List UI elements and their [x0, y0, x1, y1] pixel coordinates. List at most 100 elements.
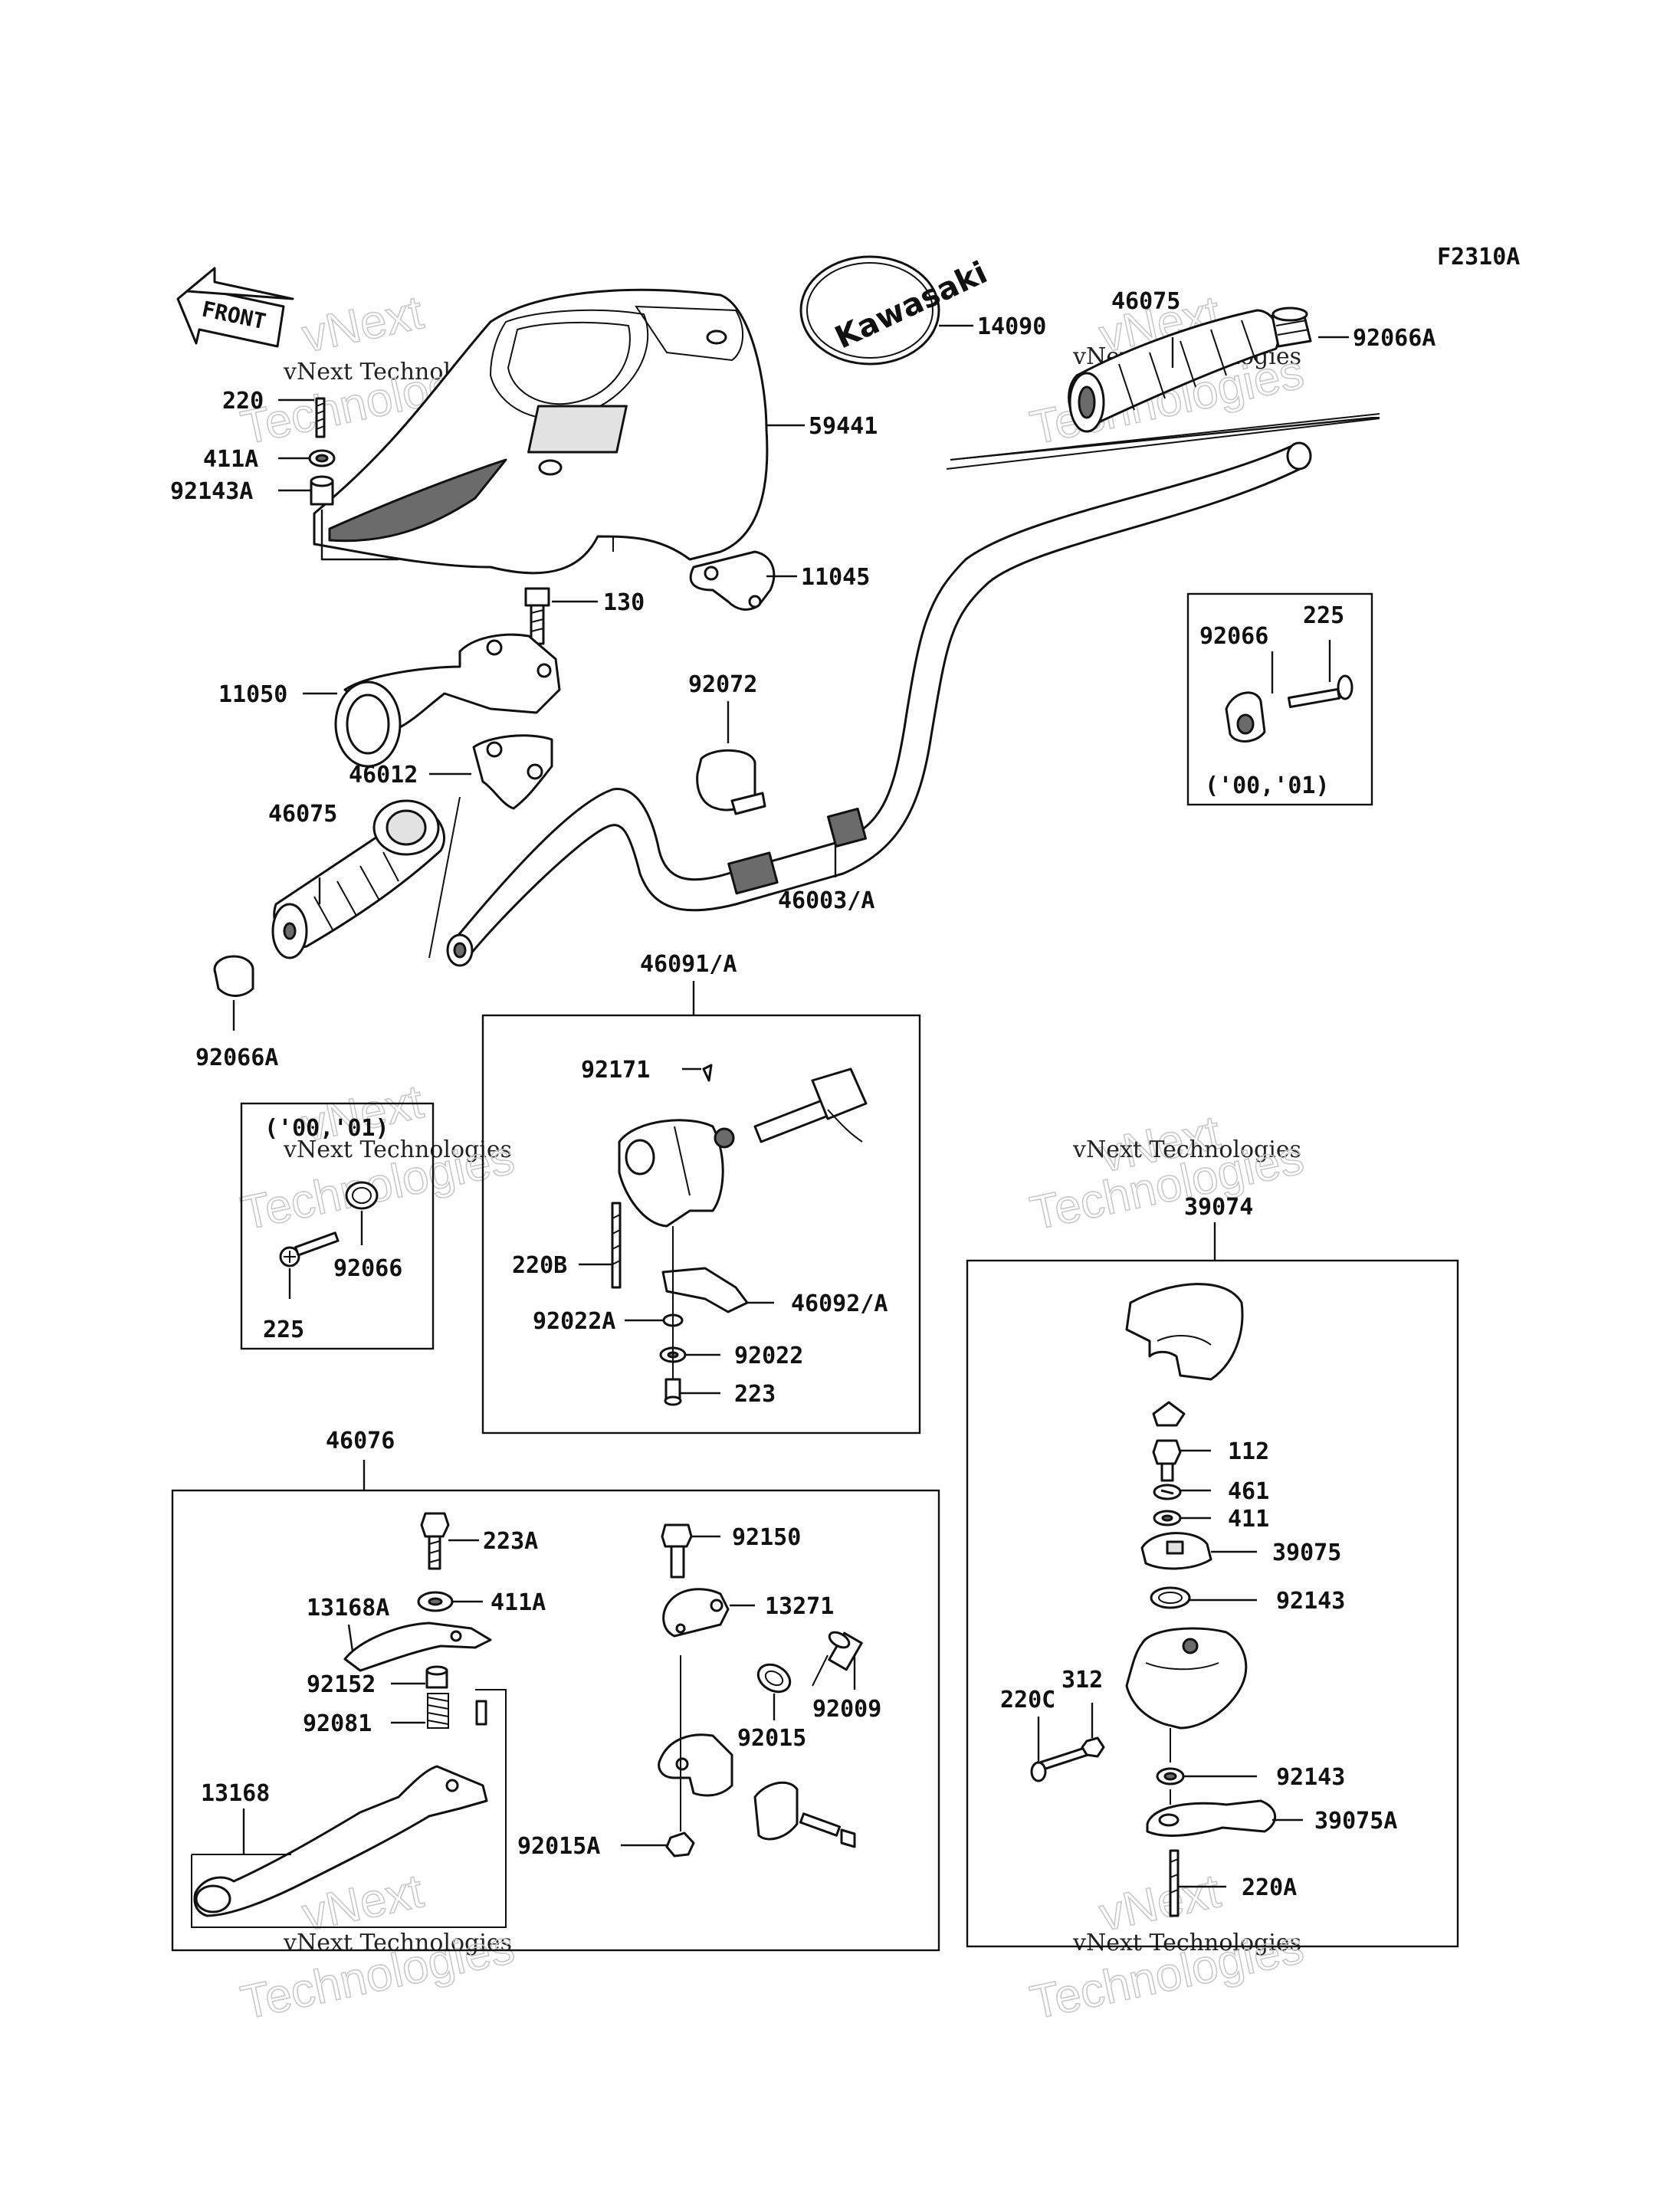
- label-11050: 11050: [218, 681, 287, 708]
- label-92143-a: 92143: [1276, 1588, 1345, 1615]
- screw-225-lower-part: [279, 1231, 340, 1267]
- bolt-lower-part: [799, 1812, 856, 1848]
- washer-411-part: [1153, 1510, 1182, 1526]
- clamp-lower-part: [753, 1781, 799, 1841]
- box-switch-46091: [481, 1014, 921, 1435]
- adjuster-92009-part: [812, 1631, 863, 1687]
- clip-part: [1152, 1401, 1186, 1427]
- label-92081: 92081: [303, 1710, 372, 1737]
- label-92022A: 92022A: [533, 1308, 615, 1335]
- watermark-mid-text: vNext Technologies: [283, 1930, 512, 1956]
- nut-312-part: [1081, 1736, 1105, 1758]
- screw-220C-part: [1030, 1746, 1088, 1782]
- label-39074: 39074: [1184, 1194, 1253, 1221]
- part-labels: 59441 14090 46075 92066A 220 411A 92143A…: [170, 288, 1436, 1901]
- box1-year-note: ('00,'01): [1205, 772, 1330, 799]
- clamp-46012-part: [472, 734, 553, 810]
- label-92143A: 92143A: [170, 478, 253, 505]
- label-92150: 92150: [732, 1524, 801, 1551]
- handlebar-part: [446, 413, 1380, 967]
- left-grip-axis-line: [428, 796, 461, 959]
- emblem-part: Kawasaki: [799, 255, 993, 366]
- label-225-box1: 225: [1303, 602, 1344, 629]
- switch-housing-part: [618, 1119, 735, 1228]
- label-92015A: 92015A: [517, 1833, 600, 1860]
- collar-axis-line: [320, 510, 399, 561]
- lever-39075A-part: [1146, 1799, 1277, 1837]
- label-46075-left: 46075: [268, 801, 337, 828]
- label-46012: 46012: [349, 762, 418, 789]
- label-312: 312: [1061, 1667, 1103, 1694]
- label-13168: 13168: [201, 1780, 270, 1807]
- spring-92143-b-part: [1156, 1767, 1185, 1785]
- label-92152: 92152: [307, 1671, 376, 1698]
- collar-92143A-part: [310, 475, 334, 506]
- label-92066A-top: 92066A: [1353, 325, 1436, 352]
- watermark-top-text: vNext: [298, 286, 428, 362]
- label-46075-top: 46075: [1111, 288, 1180, 315]
- label-92009: 92009: [812, 1696, 881, 1723]
- label-92143-b: 92143: [1276, 1764, 1345, 1791]
- screw-220-part: [315, 397, 326, 438]
- label-130: 130: [603, 589, 645, 616]
- label-13168A: 13168A: [307, 1595, 389, 1622]
- screw-223-part: [664, 1378, 682, 1406]
- nut-92015A-part: [665, 1831, 695, 1858]
- washer-411A-lever-part: [417, 1591, 454, 1612]
- left-grip-part: [271, 799, 446, 959]
- label-14090: 14090: [977, 313, 1046, 340]
- box-92066-225-top: [1186, 592, 1373, 806]
- label-92066-box1: 92066: [1199, 623, 1268, 650]
- box-lever-46076: [171, 1489, 940, 1952]
- label-92066-box2: 92066: [333, 1255, 402, 1282]
- plug-92066-part: [1225, 691, 1266, 743]
- label-220: 220: [222, 388, 264, 415]
- bolt-223A-part: [420, 1512, 450, 1570]
- bracket-13168A-part: [343, 1622, 492, 1672]
- label-92022: 92022: [734, 1343, 803, 1369]
- box-92066-225-bottom: [240, 1102, 435, 1350]
- screw-220A-part: [1169, 1849, 1180, 1917]
- holder-13271-part: [662, 1588, 730, 1638]
- label-411: 411: [1228, 1506, 1269, 1533]
- watermark-4: vNext vNext Technologies Technologies: [1025, 1105, 1309, 1241]
- lever-holder-part: [658, 1733, 733, 1797]
- watermark-mid-text: vNext Technologies: [1072, 1136, 1301, 1163]
- right-grip-part: [1068, 309, 1280, 433]
- spring-92081-part: [427, 1693, 449, 1729]
- switch-cable-part: [753, 1067, 868, 1143]
- label-220A: 220A: [1242, 1874, 1297, 1901]
- bracket-11045-part: [689, 550, 776, 611]
- lever-13168-part: [193, 1765, 488, 1917]
- spring-92143-a-part: [1150, 1586, 1191, 1609]
- label-92072: 92072: [688, 671, 757, 698]
- label-92015: 92015: [737, 1725, 806, 1752]
- label-39075A: 39075A: [1314, 1808, 1397, 1835]
- label-59441: 59441: [809, 413, 878, 440]
- throttle-housing-part: [1125, 1627, 1248, 1730]
- plug-92066-lower-part: [345, 1181, 379, 1210]
- label-461: 461: [1228, 1478, 1269, 1505]
- label-46092A: 46092/A: [791, 1290, 888, 1317]
- grip-axis-line: [946, 418, 1380, 470]
- bolt-112-part: [1152, 1439, 1182, 1482]
- box2-year-note: ('00,'01): [264, 1115, 389, 1142]
- label-112: 112: [1228, 1438, 1269, 1465]
- label-13271: 13271: [765, 1593, 834, 1620]
- box-throttle-39074: [966, 1259, 1459, 1948]
- label-11045: 11045: [801, 564, 870, 591]
- lever-46092-part: [661, 1267, 749, 1313]
- label-46076: 46076: [326, 1428, 395, 1454]
- left-grip-plug-part: [213, 955, 254, 997]
- throttle-cover-part: [1125, 1283, 1244, 1381]
- leader-lines: [232, 324, 1349, 1888]
- right-grip-plug-part: [1271, 307, 1312, 348]
- label-46091A: 46091/A: [640, 951, 737, 978]
- plate-39075-part: [1140, 1532, 1212, 1570]
- figure-code: F2310A: [1437, 244, 1520, 271]
- watermark-mid-text: vNext Technologies: [283, 1136, 512, 1163]
- pin-part: [475, 1700, 487, 1726]
- label-225-box2: 225: [263, 1317, 304, 1343]
- label-220B: 220B: [512, 1252, 567, 1279]
- label-92171: 92171: [581, 1057, 650, 1084]
